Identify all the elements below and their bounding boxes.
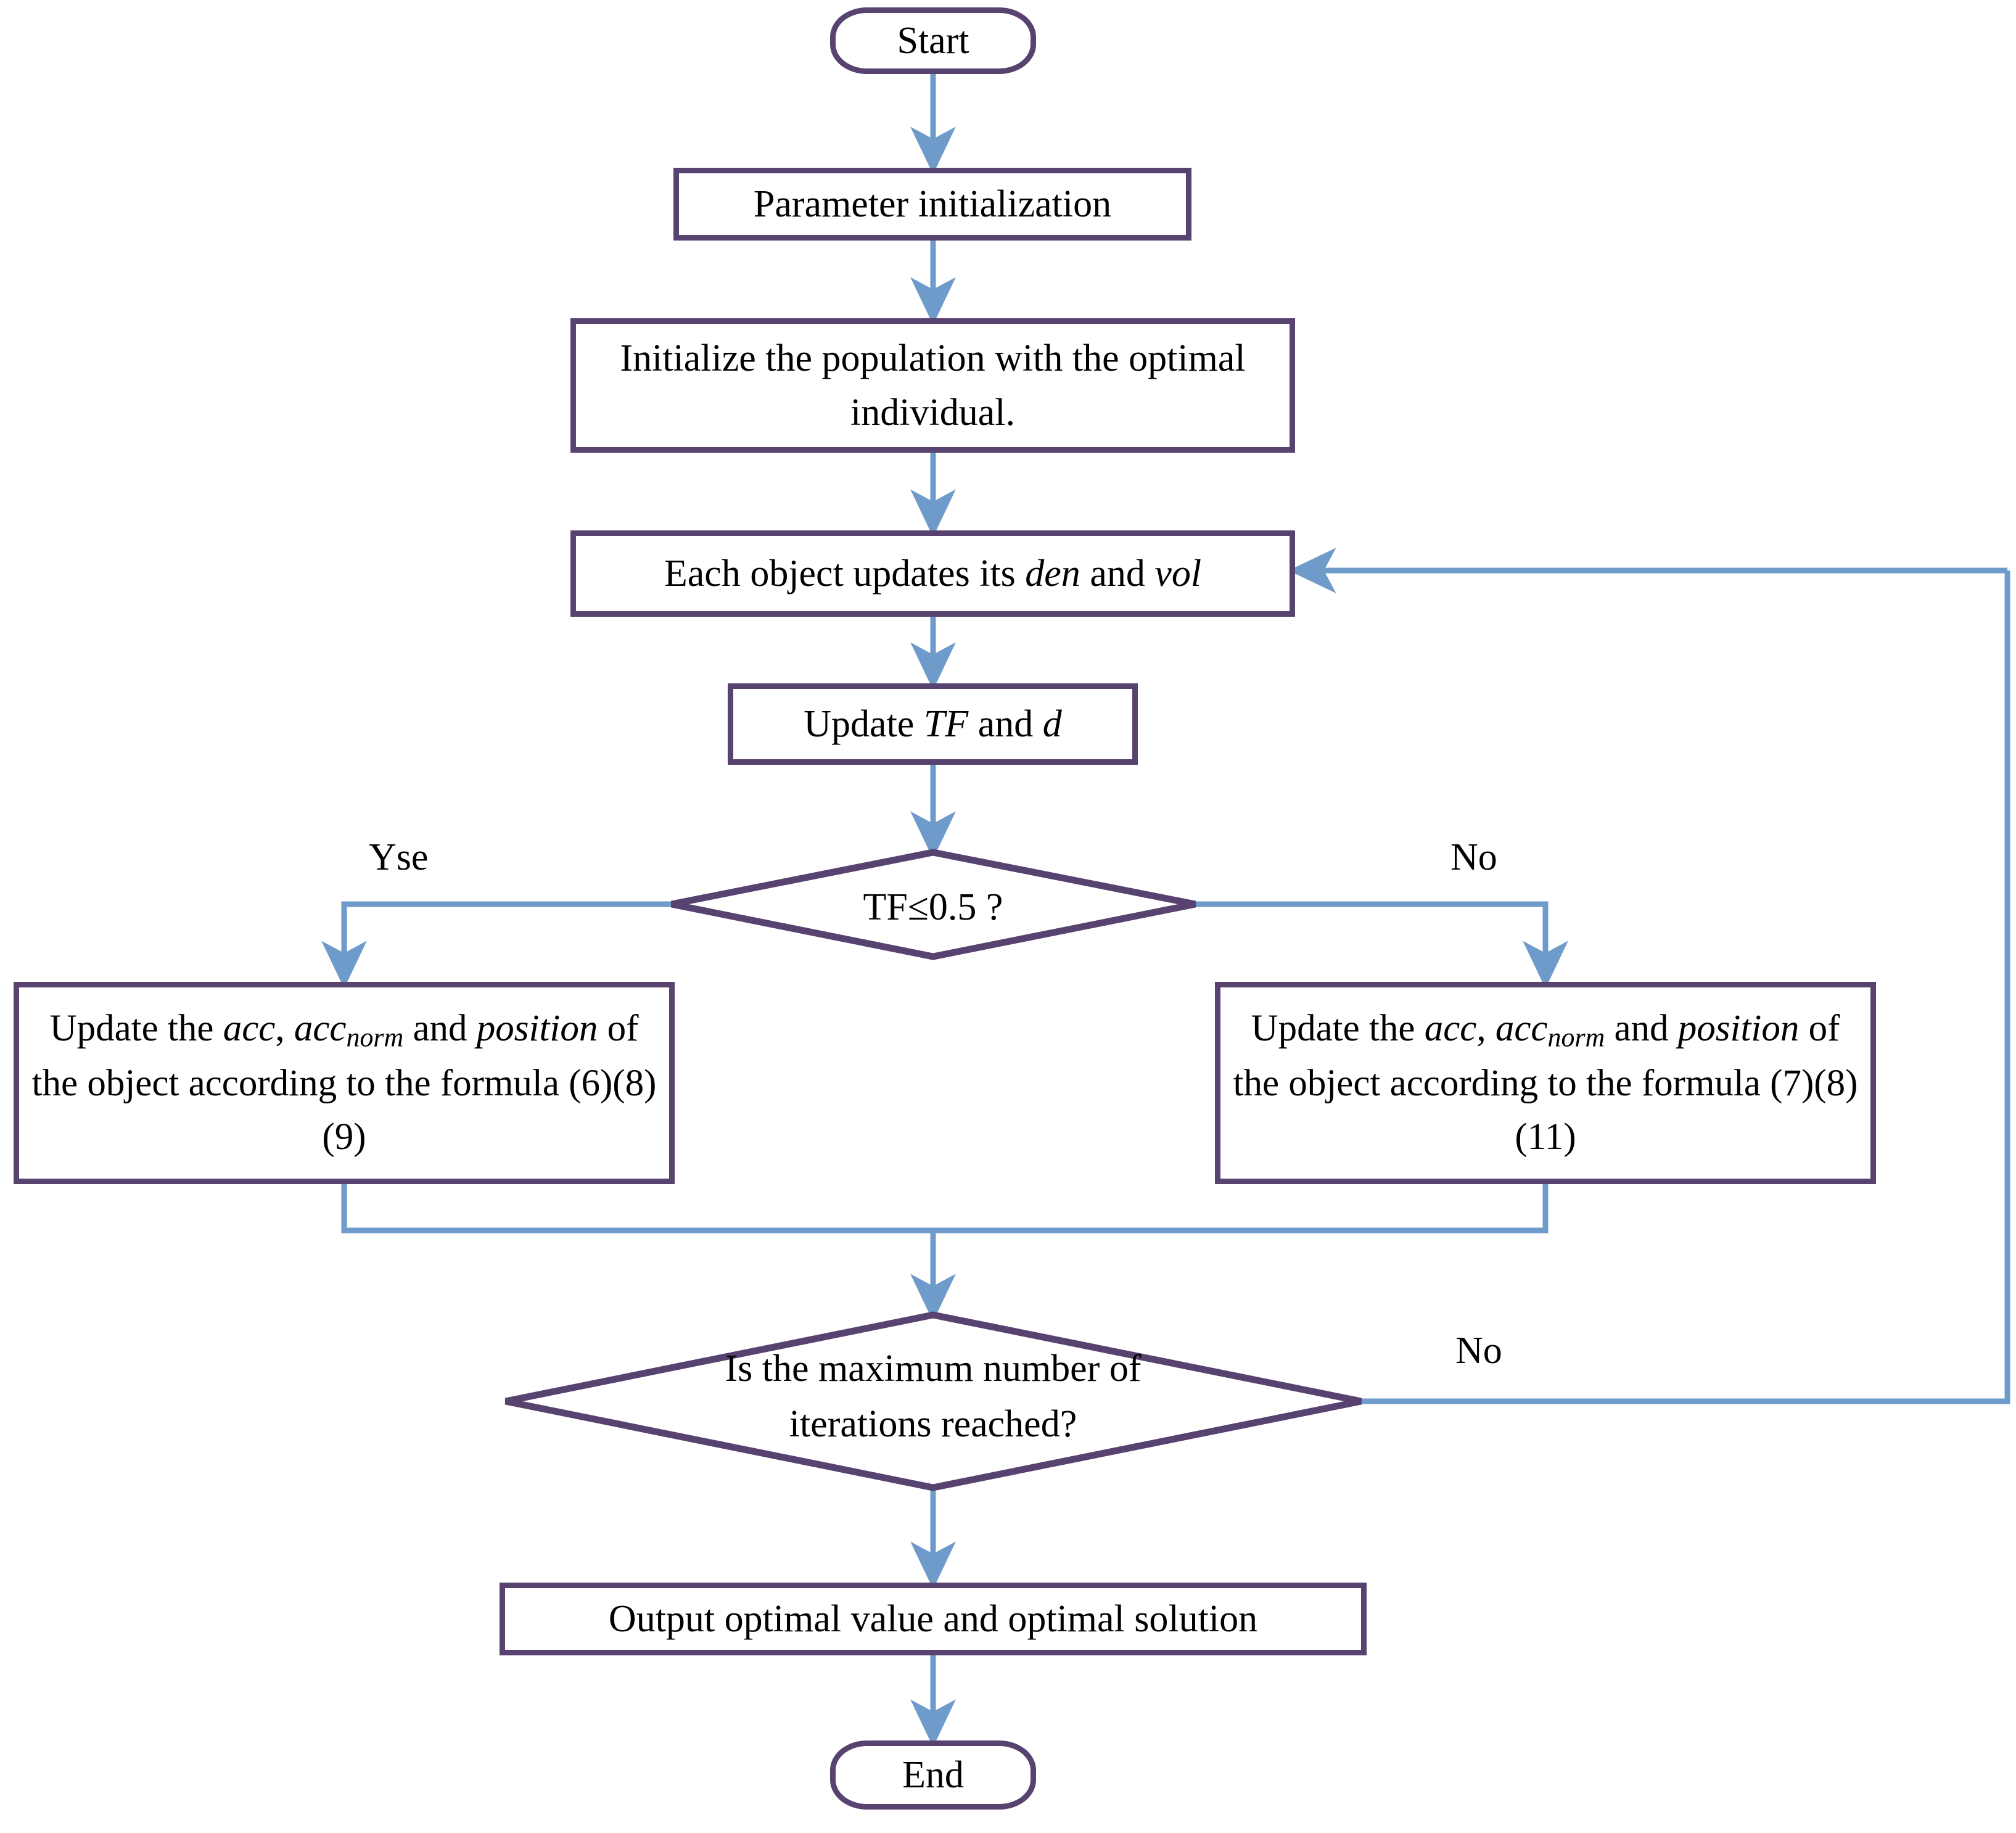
- edge-label-no-tf: No: [1450, 836, 1497, 878]
- node-update-den-vol-label: Each object updates its den and vol: [576, 546, 1290, 601]
- node-output-optimal[interactable]: Output optimal value and optimal solutio…: [500, 1583, 1367, 1655]
- right-accnorm-variable: acc: [1495, 1007, 1548, 1049]
- left-line1-post: and: [403, 1007, 467, 1049]
- edge-merge-branches: [341, 1184, 1549, 1234]
- left-accnorm-subscript: norm: [346, 1022, 404, 1053]
- node-initialize-population[interactable]: Initialize the population with the optim…: [570, 318, 1295, 453]
- edge-decision-no-right: [1195, 901, 1568, 989]
- right-line1-pre: Update the: [1251, 1007, 1425, 1049]
- node-parameter-initialization-label: Parameter initialization: [753, 183, 1112, 225]
- decision-iterations-shape: [504, 1311, 1362, 1491]
- decision-tf-shape: [670, 849, 1196, 960]
- edge-label-yes: Yse: [369, 836, 429, 878]
- node-initialize-population-label: Initialize the population with the optim…: [620, 337, 1246, 434]
- left-line1-pre: Update the: [49, 1007, 223, 1049]
- node-update-left-branch-label: Update the acc, accnorm and position of …: [19, 1002, 669, 1164]
- right-position-variable: position: [1677, 1007, 1800, 1049]
- edge-label-no-iterations: No: [1455, 1330, 1502, 1372]
- right-line1-mid: ,: [1476, 1007, 1496, 1049]
- left-accnorm-variable: acc: [294, 1007, 347, 1049]
- edge-decision2-no-loop: [1361, 570, 2010, 1404]
- den-vol-prefix: Each object updates its: [664, 552, 1026, 595]
- vol-variable: vol: [1154, 552, 1202, 595]
- tf-d-middle: and: [968, 702, 1043, 745]
- node-update-right-branch-label: Update the acc, accnorm and position of …: [1220, 1002, 1870, 1164]
- node-update-right-branch[interactable]: Update the acc, accnorm and position of …: [1215, 982, 1876, 1184]
- tf-d-prefix: Update: [804, 702, 924, 745]
- node-decision-iterations-label: Is the maximum number of iterations reac…: [725, 1348, 1142, 1445]
- node-update-tf-d-label: Update TF and d: [733, 697, 1132, 751]
- node-decision-tf-label: TF≤0.5 ?: [863, 886, 1003, 928]
- left-acc-variable: acc: [223, 1007, 276, 1049]
- left-position-variable: position: [476, 1007, 598, 1049]
- right-acc-variable: acc: [1424, 1007, 1477, 1049]
- right-line3: to the formula (7)(8)(11): [1515, 1062, 1858, 1158]
- right-line1-post: and: [1605, 1007, 1669, 1049]
- node-update-den-vol[interactable]: Each object updates its den and vol: [570, 530, 1295, 617]
- right-accnorm-subscript: norm: [1547, 1022, 1605, 1053]
- node-start[interactable]: Start: [830, 7, 1036, 74]
- tf-variable: TF: [923, 702, 969, 745]
- node-update-left-branch[interactable]: Update the acc, accnorm and position of …: [14, 982, 675, 1184]
- node-parameter-initialization[interactable]: Parameter initialization: [673, 168, 1191, 241]
- edge-decision-yes-left: [321, 901, 672, 989]
- node-output-optimal-label: Output optimal value and optimal solutio…: [608, 1597, 1258, 1640]
- d-variable: d: [1042, 702, 1062, 745]
- node-end-label: End: [902, 1753, 964, 1796]
- den-variable: den: [1025, 552, 1080, 595]
- den-vol-middle: and: [1080, 552, 1155, 595]
- left-line2-post: of the object according: [31, 1007, 639, 1104]
- right-line2-post: of the object according: [1233, 1007, 1840, 1104]
- left-line3: to the formula (6)(8)(9): [322, 1062, 657, 1158]
- left-line1-mid: ,: [275, 1007, 294, 1049]
- node-update-tf-d[interactable]: Update TF and d: [728, 683, 1138, 765]
- node-start-label: Start: [897, 19, 969, 62]
- node-end[interactable]: End: [830, 1740, 1036, 1810]
